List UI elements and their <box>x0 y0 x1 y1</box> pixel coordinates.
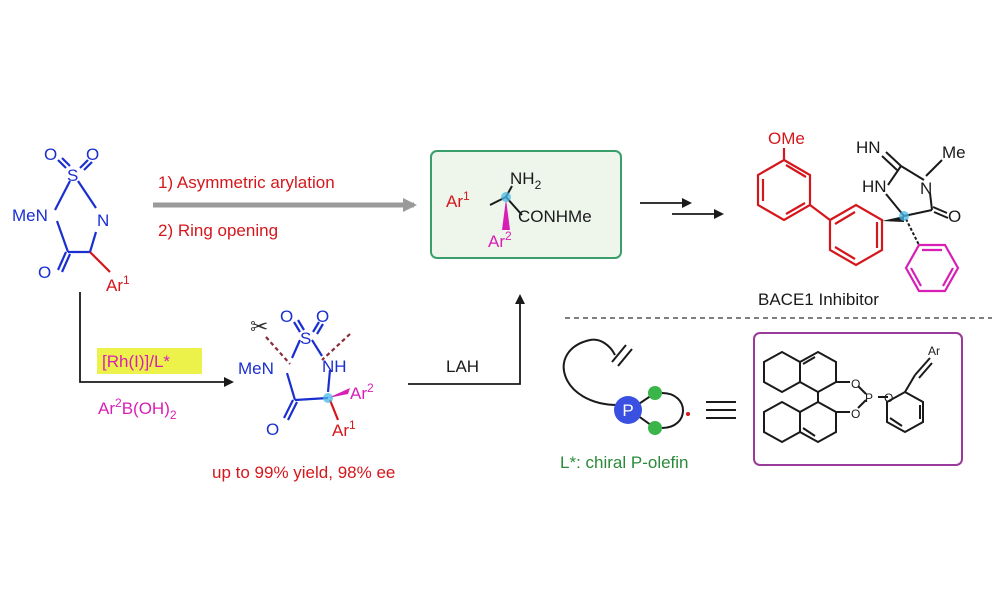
amide-product-box: Ar1 NH2 CONHMe Ar2 <box>430 150 622 259</box>
catalyst-highlight <box>97 348 202 374</box>
product-amide: CONHMe <box>518 207 592 226</box>
product-aryl-1: Ar1 <box>446 189 470 211</box>
ligand-green-atom-top <box>648 386 662 400</box>
start-oxygen-2: O <box>86 145 99 164</box>
ring-nitrogen-label: N <box>920 179 932 198</box>
ligand-green-atom-bottom <box>648 421 662 435</box>
start-aryl-group: Ar1 <box>106 273 130 295</box>
catalytic-arrow <box>79 292 234 387</box>
step-2-label: 2) Ring opening <box>158 221 278 240</box>
ligand-phosphorus-atom: P <box>865 391 873 405</box>
methoxy-label: OMe <box>768 129 805 148</box>
start-oxygen-1: O <box>44 145 57 164</box>
reduction-arrow <box>408 294 525 385</box>
bace1-inhibitor-structure: OMe HN Me N HN O BACE1 Inhibitor <box>756 129 966 309</box>
ligand-oxygen-right: O <box>884 391 893 405</box>
target-stereocenter-marker <box>899 211 909 221</box>
intermediate-oxygen: O <box>266 420 279 439</box>
intermediate-oxygen-1: O <box>280 307 293 326</box>
starting-material: O O S N MeN O Ar1 <box>12 145 130 295</box>
start-men: MeN <box>12 206 48 225</box>
ligand-frame <box>753 332 963 466</box>
product-frame <box>430 150 622 259</box>
ligand-oxygen-upper: O <box>851 377 860 391</box>
ligand-structure-box: O P O O Ar <box>753 332 963 466</box>
start-carbonyl-oxygen: O <box>38 263 51 282</box>
equivalence-sign <box>706 401 736 419</box>
intermediate-men: MeN <box>238 359 274 378</box>
scissors-icon: ✂ <box>250 314 268 339</box>
start-nitrogen: N <box>97 211 109 230</box>
intermediate-oxygen-2: O <box>316 307 329 326</box>
product-aryl-2: Ar2 <box>488 229 512 251</box>
ligand-oxygen-lower: O <box>851 407 860 421</box>
imine-label: HN <box>856 138 881 157</box>
yield-ee-label: up to 99% yield, 98% ee <box>212 463 395 482</box>
target-caption: BACE1 Inhibitor <box>758 290 879 309</box>
catalyst-label: [Rh(I)]/L* <box>102 352 170 371</box>
intermediate-aryl-2: Ar2 <box>350 381 374 403</box>
ring-oxygen-label: O <box>948 207 961 226</box>
lah-label: LAH <box>446 357 479 376</box>
ligand-aryl: Ar <box>928 344 940 358</box>
phosphorus-center <box>614 396 642 424</box>
ring-nh-label: HN <box>862 177 887 196</box>
intermediate-aryl-1: Ar1 <box>332 418 356 440</box>
red-dot <box>686 412 690 416</box>
intermediate-nh: NH <box>322 357 347 376</box>
step-1-label: 1) Asymmetric arylation <box>158 173 335 192</box>
product-amine: NH2 <box>510 169 542 192</box>
start-sulfur: S <box>67 166 78 185</box>
intermediate-stereocenter-marker <box>323 393 333 403</box>
phosphorus-label: P <box>622 401 633 420</box>
n-methyl-label: Me <box>942 143 966 162</box>
intermediate-sulfur: S <box>300 329 311 348</box>
ligand-cartoon: P L*: chiral P-olefin <box>560 338 690 472</box>
arylated-intermediate: ✂ O O S MeN NH O Ar2 Ar1 up to 99% yield… <box>212 307 395 482</box>
ligand-caption: L*: chiral P-olefin <box>560 453 689 472</box>
arylboronic-acid-label: Ar2B(OH)2 <box>98 396 177 422</box>
stereocenter-marker <box>501 192 511 202</box>
